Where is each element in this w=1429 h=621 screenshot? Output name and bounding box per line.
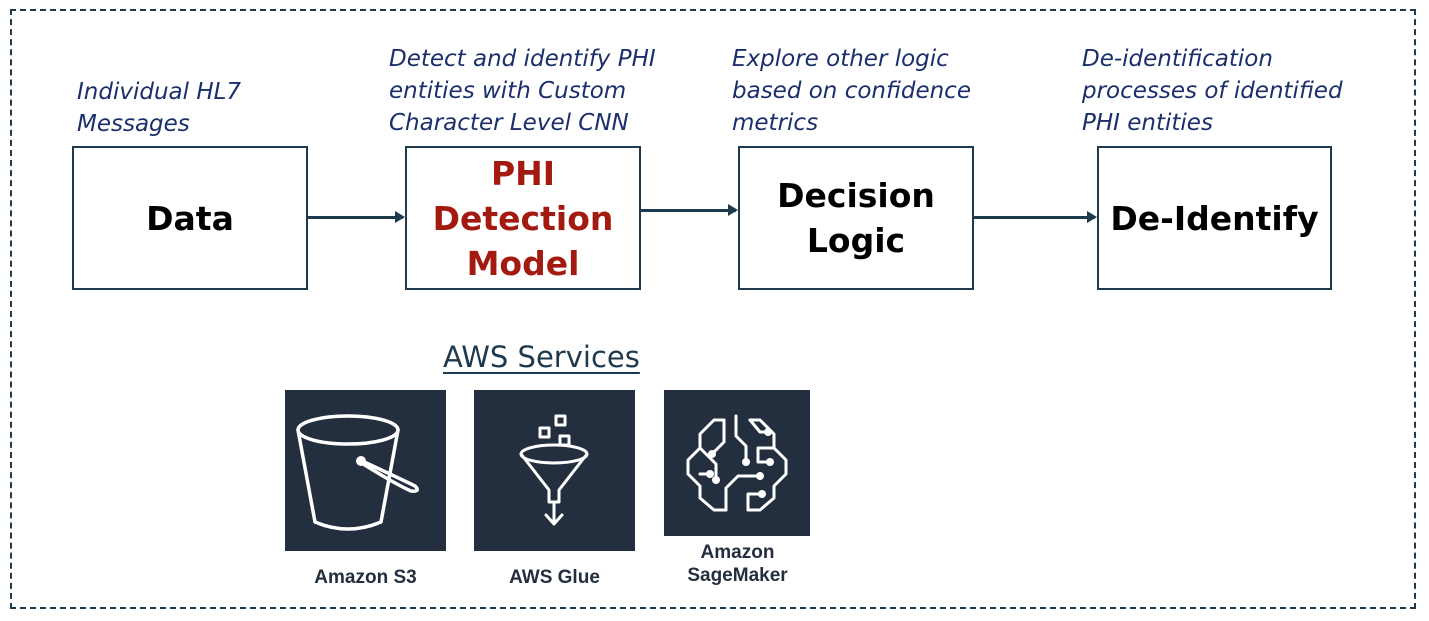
aws-glue-tile [474, 390, 635, 551]
brain-circuit-icon [686, 414, 788, 512]
decision-description: Explore other logic based on confidence … [732, 46, 971, 136]
amazon-sagemaker-label: Amazon SageMaker [687, 542, 788, 586]
amazon-s3-label: Amazon S3 [314, 567, 417, 588]
deidentify-box-label: De-Identify [1110, 198, 1319, 238]
decision-logic-box: Decision Logic [738, 146, 974, 290]
phi-detection-box: PHI Detection Model [405, 146, 641, 290]
arrow-phi-to-decision [641, 204, 738, 216]
aws-services-title: AWS Services [443, 340, 640, 374]
bucket-icon [296, 414, 419, 531]
amazon-s3-tile [285, 390, 446, 551]
phi-description: Detect and identify PHI entities with Cu… [389, 46, 656, 136]
arrow-data-to-phi [308, 211, 405, 223]
diagram-frame [10, 9, 1416, 609]
data-box-label: Data [146, 198, 234, 238]
deidentify-box: De-Identify [1097, 146, 1332, 290]
aws-glue-label: AWS Glue [509, 567, 600, 588]
deidentify-description: De-identification processes of identifie… [1082, 46, 1343, 136]
phi-detection-box-label: PHI Detection Model [432, 153, 614, 283]
decision-logic-box-label: Decision Logic [777, 176, 935, 260]
arrow-decision-to-deidentify [974, 211, 1097, 223]
data-description: Individual HL7 Messages [77, 79, 242, 137]
funnel-icon [519, 414, 589, 526]
amazon-sagemaker-tile [664, 390, 810, 536]
data-box: Data [72, 146, 308, 290]
